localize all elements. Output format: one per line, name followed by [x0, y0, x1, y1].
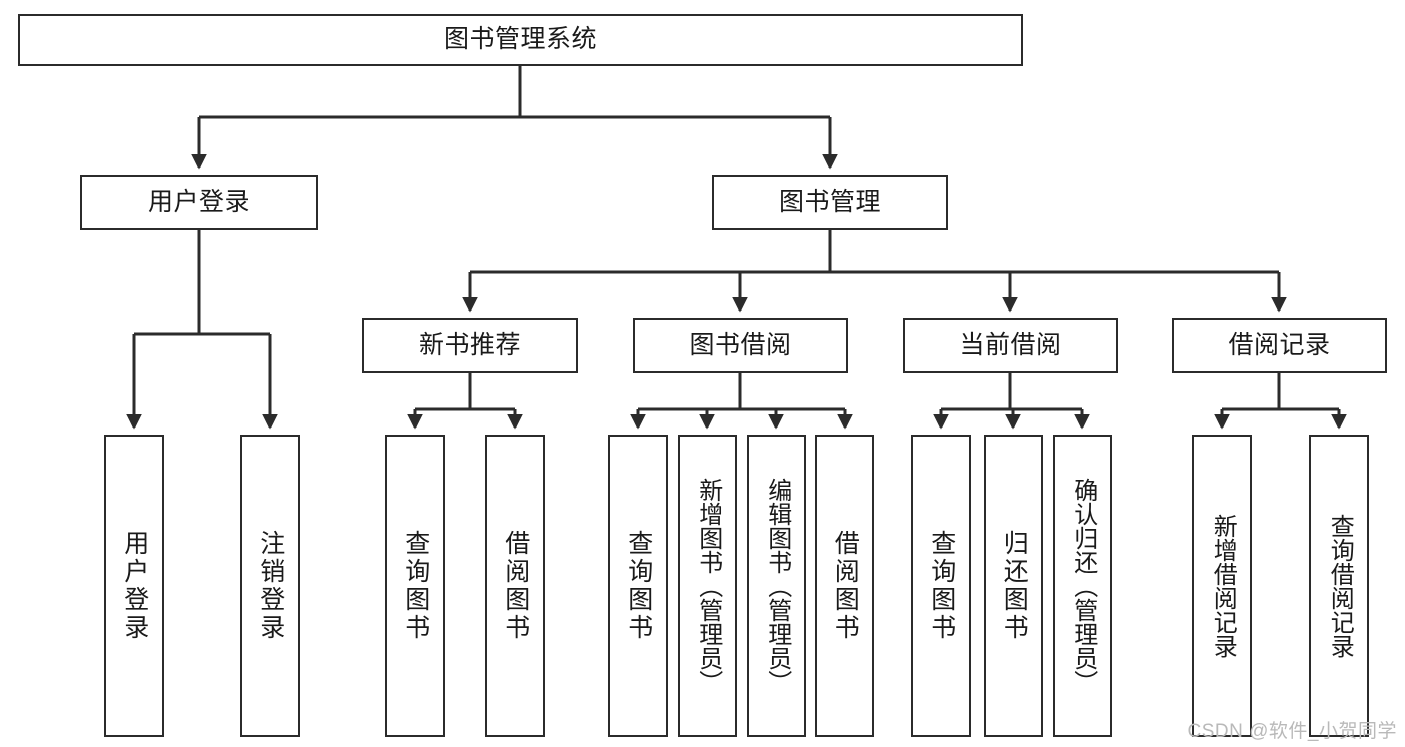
node-leaf-user-login[interactable]: 用户登录	[104, 435, 164, 737]
node-current-borrow[interactable]: 当前借阅	[903, 318, 1118, 373]
node-book-borrow-label: 图书借阅	[689, 330, 792, 359]
node-leaf-edit-book[interactable]: 编辑图书（管理员）	[747, 435, 806, 737]
node-leaf-confirm-return[interactable]: 确认归还（管理员）	[1053, 435, 1112, 737]
node-leaf-user-login-label: 用户登录	[120, 530, 149, 642]
node-leaf-return-book[interactable]: 归还图书	[984, 435, 1043, 737]
node-leaf-logout[interactable]: 注销登录	[240, 435, 300, 737]
node-leaf-edit-book-label: 编辑图书（管理员）	[763, 478, 791, 694]
node-leaf-query-book-1[interactable]: 查询图书	[385, 435, 445, 737]
node-borrow-record[interactable]: 借阅记录	[1172, 318, 1387, 373]
node-leaf-query-book-3-label: 查询图书	[927, 530, 956, 642]
node-root[interactable]: 图书管理系统	[18, 14, 1023, 66]
node-current-borrow-label: 当前借阅	[959, 330, 1062, 359]
node-user-login-label: 用户登录	[147, 187, 250, 216]
node-leaf-add-borrow-record-label: 新增借阅记录	[1209, 514, 1237, 658]
node-leaf-borrow-book-1-label: 借阅图书	[501, 530, 530, 642]
node-leaf-return-book-label: 归还图书	[1000, 530, 1029, 642]
node-leaf-query-book-3[interactable]: 查询图书	[911, 435, 971, 737]
node-leaf-query-borrow-record[interactable]: 查询借阅记录	[1309, 435, 1369, 737]
node-new-book-recommend-label: 新书推荐	[418, 330, 521, 359]
node-borrow-record-label: 借阅记录	[1228, 330, 1331, 359]
node-book-borrow[interactable]: 图书借阅	[633, 318, 848, 373]
node-leaf-query-book-1-label: 查询图书	[401, 530, 430, 642]
node-book-management-label: 图书管理	[778, 187, 881, 216]
node-leaf-borrow-book-2-label: 借阅图书	[831, 530, 860, 642]
node-leaf-logout-label: 注销登录	[256, 530, 285, 642]
node-leaf-borrow-book-2[interactable]: 借阅图书	[815, 435, 874, 737]
node-leaf-confirm-return-label: 确认归还（管理员）	[1069, 478, 1097, 694]
watermark: CSDN @软件_小贺同学	[1187, 721, 1397, 742]
node-leaf-query-book-2-label: 查询图书	[624, 530, 653, 642]
node-leaf-borrow-book-1[interactable]: 借阅图书	[485, 435, 545, 737]
node-root-label: 图书管理系统	[443, 25, 597, 54]
node-new-book-recommend[interactable]: 新书推荐	[362, 318, 578, 373]
node-user-login[interactable]: 用户登录	[80, 175, 318, 230]
node-leaf-query-book-2[interactable]: 查询图书	[608, 435, 668, 737]
node-leaf-add-book-label: 新增图书（管理员）	[694, 478, 722, 694]
node-leaf-add-borrow-record[interactable]: 新增借阅记录	[1192, 435, 1252, 737]
node-leaf-query-borrow-record-label: 查询借阅记录	[1326, 514, 1354, 658]
node-leaf-add-book[interactable]: 新增图书（管理员）	[678, 435, 737, 737]
node-book-management[interactable]: 图书管理	[712, 175, 948, 230]
